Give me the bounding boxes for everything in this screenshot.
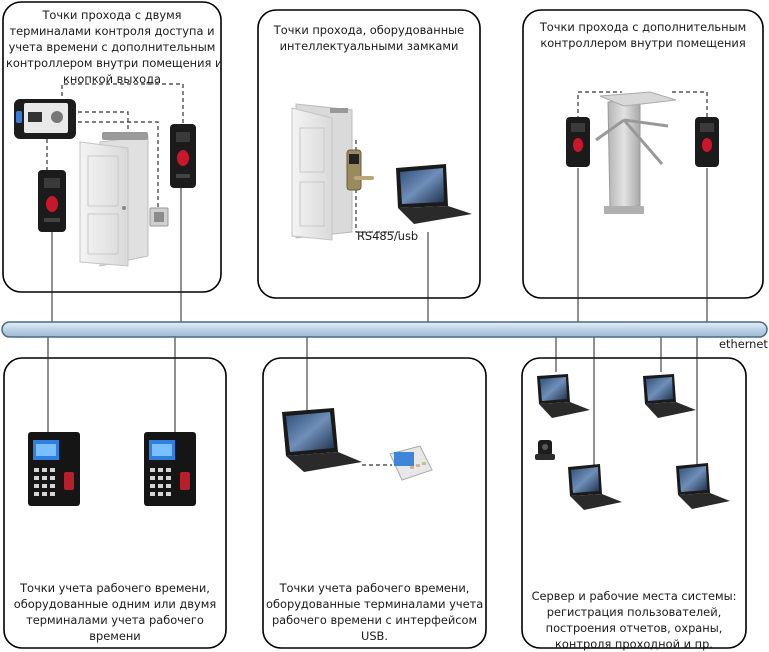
controller-icon <box>14 99 76 139</box>
laptop-icon <box>568 464 622 510</box>
laptop-icon <box>396 164 472 224</box>
keypad-terminal-icon <box>144 432 196 506</box>
caption-line: оборудованные терминалами учета <box>266 597 484 611</box>
ethernet-bus <box>1 321 768 338</box>
caption-line: контроллером внутри помещения и <box>6 56 223 70</box>
caption-line: терминалами контроля доступа и <box>9 24 215 38</box>
caption-line: оборудованные одним или двумя <box>13 597 217 611</box>
fingerprint-terminal-icon <box>695 117 719 167</box>
caption-line: построения отчетов, охраны, <box>545 621 723 635</box>
fingerprint-terminal-icon <box>38 170 66 232</box>
caption-line: контроллером внутри помещения <box>540 36 746 50</box>
caption-line: рабочего времени с интерфейсом <box>271 613 478 627</box>
caption-line: Точки учета рабочего времени, <box>20 581 210 595</box>
caption-line: времени <box>89 629 141 643</box>
ethernet-label: ethernet <box>719 337 768 351</box>
panel-two-terminals-caption: Точки прохода с двумя терминалами контро… <box>6 7 223 87</box>
caption-line: Точки прохода с дополнительным <box>539 20 747 34</box>
panel-extra-controller-caption: Точки прохода с дополнительным контролле… <box>527 19 759 51</box>
caption-line: терминалами учета рабочего <box>26 613 204 627</box>
caption-line: USB. <box>360 629 388 643</box>
caption-line: регистрация пользователей, <box>546 605 722 619</box>
laptop-icon <box>676 463 730 509</box>
panel-extra-controller <box>522 9 764 299</box>
caption-line: учета времени с дополнительным <box>8 40 216 54</box>
panel-time-terminals-caption: Точки учета рабочего времени, оборудован… <box>8 580 222 644</box>
panel-smart-locks-caption: Точки прохода, оборудованные интеллектуа… <box>262 22 476 54</box>
caption-line: Сервер и рабочие места системы: <box>531 589 737 603</box>
panel-server-caption: Сервер и рабочие места системы: регистра… <box>525 588 743 652</box>
caption-line: Точки прохода, оборудованные <box>273 23 465 37</box>
caption-line: интеллектуальными замками <box>279 39 459 53</box>
door-icon <box>79 132 149 267</box>
bus-connection-lines <box>47 168 708 465</box>
fingerprint-scanner-icon <box>535 440 555 460</box>
laptop-icon <box>537 374 590 418</box>
panel-time-terminals <box>3 357 227 649</box>
caption-line: контроля проходной и пр. <box>555 637 713 651</box>
caption-line: Точки прохода с двумя <box>42 8 182 22</box>
laptop-icon <box>282 408 362 472</box>
usb-terminal-icon <box>389 445 433 481</box>
fingerprint-terminal-icon <box>566 117 590 167</box>
fingerprint-terminal-icon <box>170 124 196 188</box>
turnstile-icon <box>595 91 677 214</box>
panel-usb-terminals-caption: Точки учета рабочего времени, оборудован… <box>266 580 483 644</box>
rs485-label: RS485/usb <box>357 229 419 243</box>
door-icon <box>291 103 353 241</box>
caption-line: Точки учета рабочего времени, <box>279 581 470 595</box>
laptop-icon <box>643 374 696 418</box>
exit-button-icon <box>149 207 169 227</box>
smart-lock-icon <box>346 149 374 191</box>
caption-line: кнопкой выхода <box>63 72 161 86</box>
panel-server <box>521 357 747 649</box>
keypad-terminal-icon <box>28 432 80 506</box>
